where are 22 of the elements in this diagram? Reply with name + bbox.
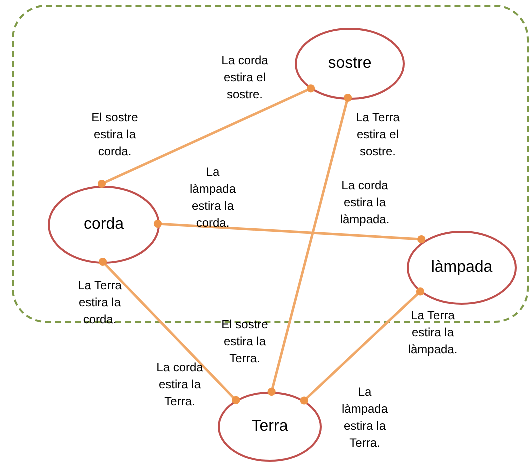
- force-label: La Terra estira la làmpada.: [407, 308, 459, 358]
- node-label: sostre: [328, 55, 372, 73]
- object-ellipse: [48, 186, 160, 264]
- object-ellipse: [218, 392, 322, 462]
- force-label: La Terra estira la corda.: [77, 278, 123, 328]
- force-label: La corda estira el sostre.: [220, 52, 270, 104]
- object-ellipse: [407, 231, 517, 305]
- node-label: Terra: [252, 418, 288, 436]
- force-label: El sostre estira la corda.: [90, 110, 140, 160]
- node-label: làmpada: [431, 259, 493, 277]
- force-label: La corda estira la làmpada.: [339, 178, 391, 228]
- connector-line: [98, 84, 316, 188]
- force-label: La Terra estira el sostre.: [355, 110, 401, 160]
- connector-line: [268, 94, 352, 396]
- connector-line: [300, 288, 424, 405]
- force-label: La corda estira la Terra.: [156, 360, 204, 410]
- force-label: La làmpada estira la corda.: [188, 164, 238, 232]
- force-label: La làmpada estira la Terra.: [340, 384, 390, 452]
- object-ellipse: [295, 28, 405, 100]
- connector-line: [154, 220, 426, 244]
- connector-line: [98, 258, 240, 404]
- node-label: corda: [84, 216, 124, 234]
